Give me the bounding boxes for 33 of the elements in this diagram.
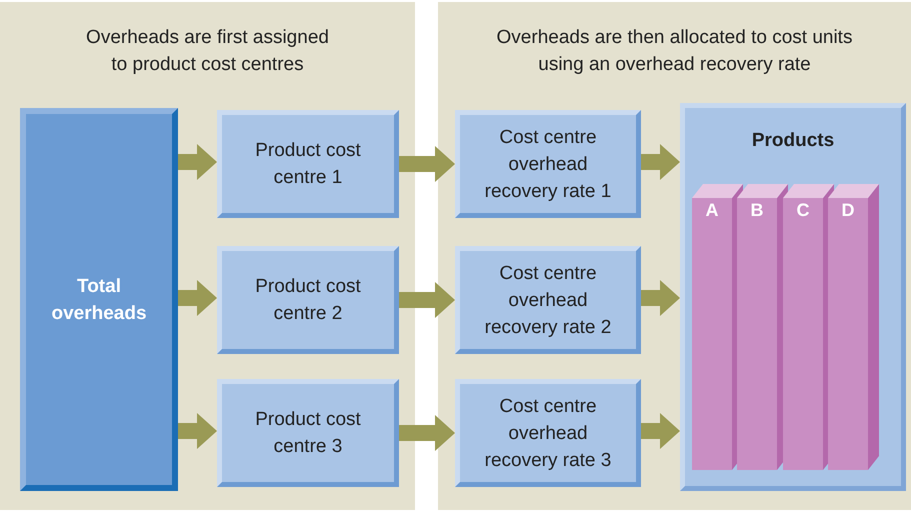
arrow: [178, 144, 217, 180]
column-label: B: [750, 200, 764, 221]
box-label: Product cost centre 2: [254, 275, 362, 326]
box-label: Cost centre overhead recovery rate 3: [484, 394, 612, 472]
panel-heading: Overheads are then allocated to cost units using an overhead recovery rate: [496, 26, 854, 77]
arrow: [641, 413, 680, 449]
panel-background: [0, 2, 415, 510]
arrow: [399, 146, 455, 182]
arrow: [399, 415, 455, 451]
column-label: C: [796, 200, 810, 221]
process-box: [217, 246, 399, 354]
process-box: [455, 246, 641, 354]
products-box: [680, 103, 906, 491]
box-label: Product cost centre 1: [254, 139, 362, 190]
arrow: [178, 413, 217, 449]
column-label: D: [840, 200, 856, 221]
process-box: [217, 379, 399, 487]
arrow: [178, 280, 217, 316]
arrow: [641, 280, 680, 316]
arrow: [399, 282, 455, 318]
column-label: A: [704, 200, 720, 221]
process-box: [217, 110, 399, 218]
box-label: Cost centre overhead recovery rate 1: [484, 126, 612, 204]
total-overheads-box: [20, 108, 178, 491]
panel-background: [438, 2, 911, 510]
arrow: [641, 144, 680, 180]
process-box: [455, 379, 641, 487]
box-label: Product cost centre 3: [254, 408, 362, 459]
box-label: Cost centre overhead recovery rate 2: [484, 262, 612, 340]
group-title: Products: [750, 130, 836, 152]
box-label: Total overheads: [50, 274, 148, 326]
process-box: [455, 110, 641, 218]
panel-heading: Overheads are first assigned to product cost centres: [85, 26, 330, 77]
